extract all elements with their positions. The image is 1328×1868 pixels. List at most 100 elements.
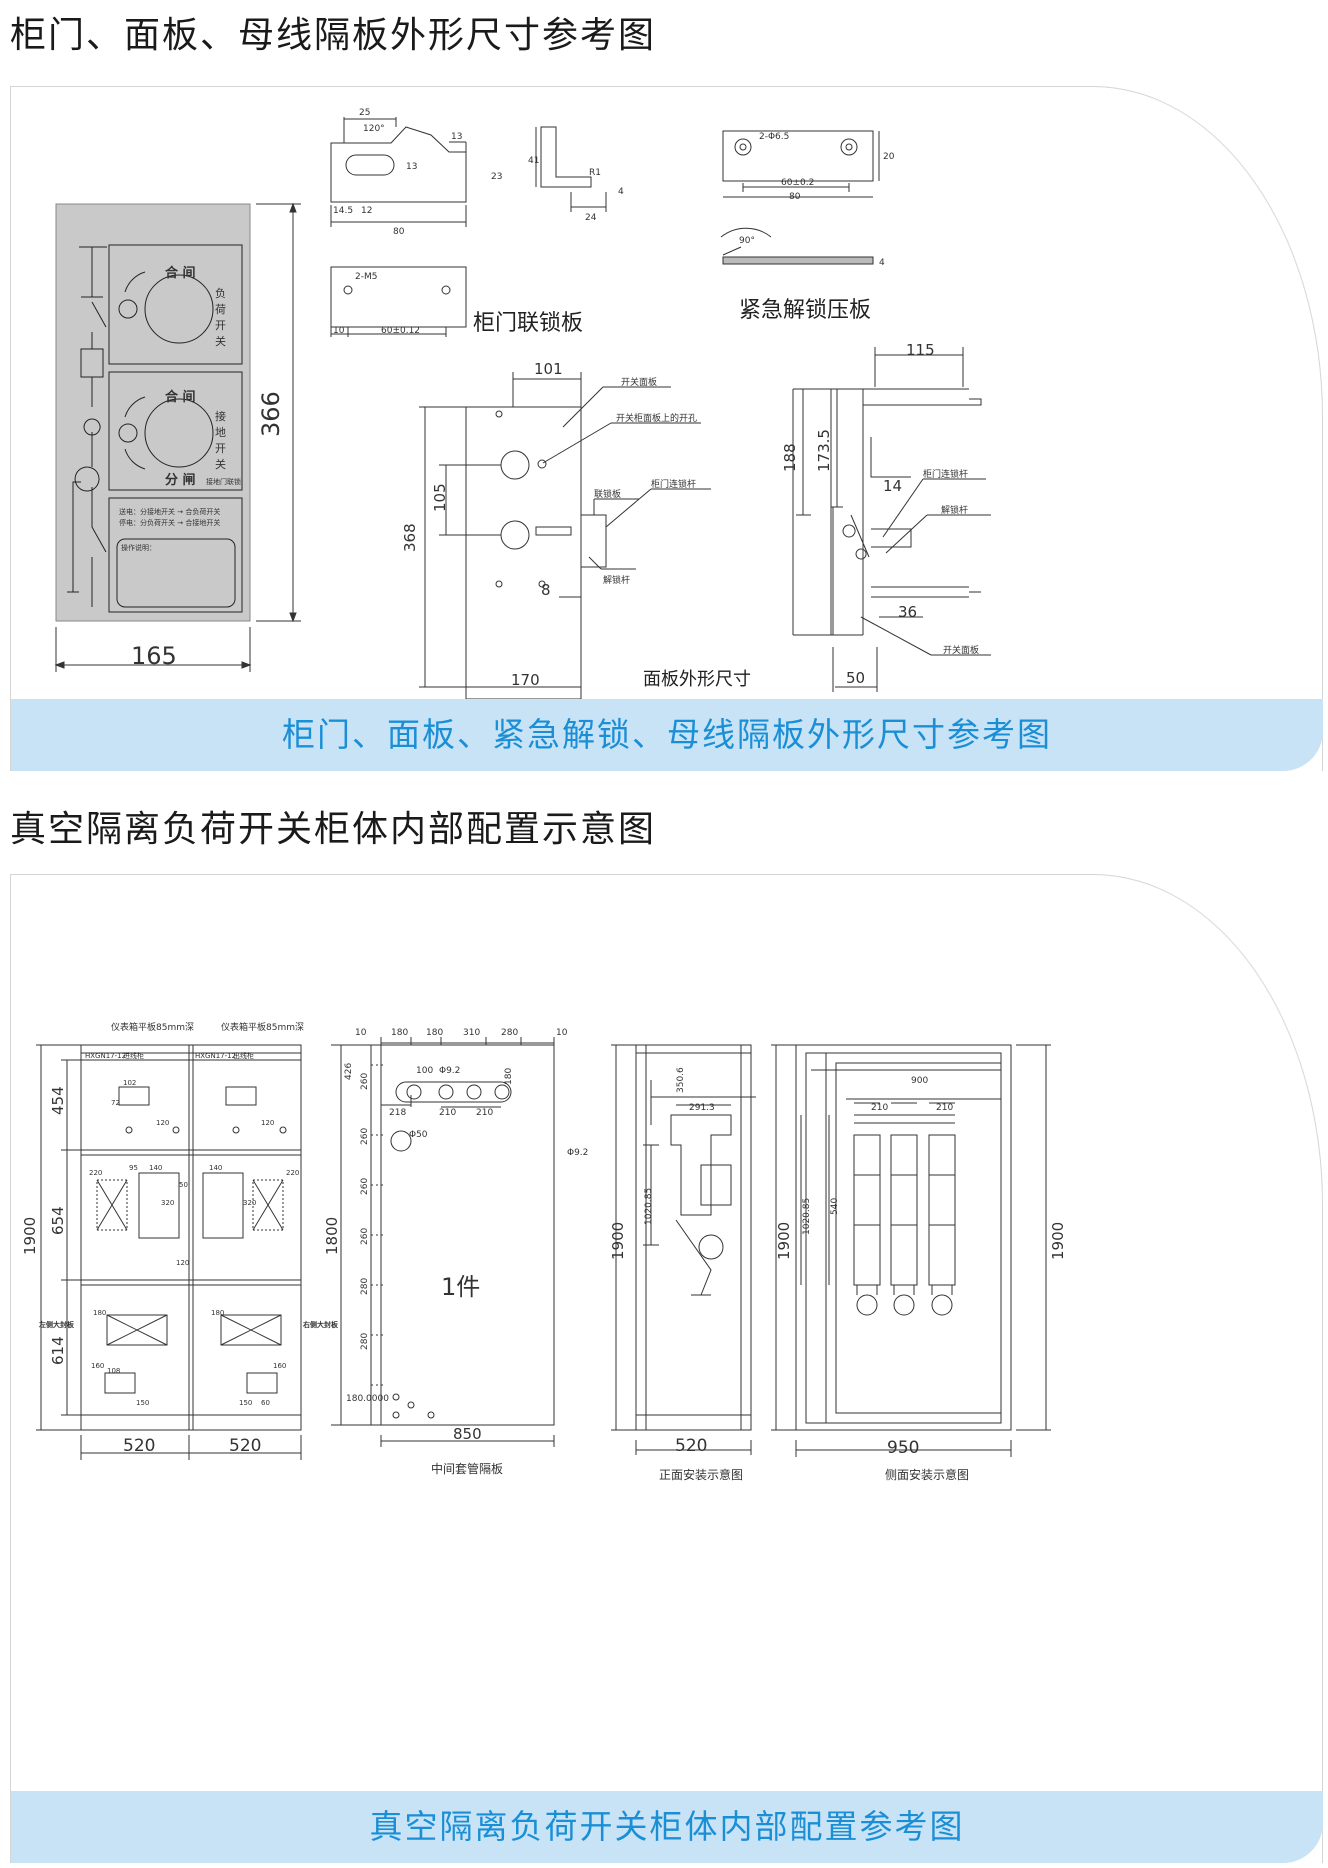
box2-side-4: 关 bbox=[215, 457, 226, 471]
sv-callout-2: 解锁杆 bbox=[941, 504, 968, 516]
cf-left-label: 左侧大封板 bbox=[38, 1320, 75, 1329]
bp-in-6: Φ50 bbox=[409, 1130, 428, 1140]
bp-in-4: 210 bbox=[476, 1108, 493, 1118]
sv-dim-173: 173.5 bbox=[815, 429, 833, 472]
cf-d-19: 150 bbox=[239, 1399, 252, 1407]
cf-d-0: 102 bbox=[123, 1079, 136, 1087]
ip-dim-10: R1 bbox=[589, 168, 601, 178]
box2-bottom-label: 分 闸 bbox=[165, 472, 196, 488]
cf-d-9: 320 bbox=[243, 1199, 256, 1207]
si-label: 侧面安装示意图 bbox=[885, 1467, 969, 1482]
ep-dim-1: 2-Φ6.5 bbox=[759, 132, 789, 142]
cf-h-454: 454 bbox=[49, 1086, 67, 1115]
cf-w-2: 520 bbox=[229, 1436, 261, 1456]
fi-label: 正面安装示意图 bbox=[659, 1467, 743, 1482]
bp-left-1: 260 bbox=[360, 1073, 370, 1090]
cf-d-15: 160 bbox=[91, 1362, 104, 1370]
section2-drawing: 仪表箱平板85mm深 仪表箱平板85mm深 HXGN17-12 HXGN17-1… bbox=[21, 1021, 1067, 1482]
section2-caption: 真空隔离负荷开关柜体内部配置参考图 bbox=[11, 1791, 1323, 1863]
cf-d-2: 120 bbox=[156, 1119, 169, 1127]
sv-dim-115: 115 bbox=[906, 341, 935, 359]
bp-left-2: 260 bbox=[360, 1128, 370, 1145]
fi-d-0: 350.6 bbox=[676, 1067, 686, 1093]
section1-panel: 合 间 负 荷 开 关 合 间 分 闸 接 地 开 关 接地门联锁 送电：分接地… bbox=[10, 86, 1323, 771]
bp-center: 1件 bbox=[441, 1273, 480, 1301]
box2-top-label: 合 间 bbox=[165, 389, 196, 405]
ip-dim-8: 80 bbox=[393, 227, 405, 237]
ip-dim-3: 13 bbox=[451, 132, 462, 142]
ip-dim-15: 60±0.12 bbox=[381, 326, 420, 336]
bp-top-3: 310 bbox=[463, 1028, 480, 1038]
si-d-6: 1900 bbox=[1049, 1222, 1067, 1260]
bp-left-4: 260 bbox=[360, 1228, 370, 1245]
si-d-3: 1020.85 bbox=[802, 1198, 812, 1235]
section2-panel: 仪表箱平板85mm深 仪表箱平板85mm深 HXGN17-12 HXGN17-1… bbox=[10, 874, 1323, 1863]
bp-top-4: 280 bbox=[501, 1028, 518, 1038]
bp-in-0: 100 bbox=[416, 1066, 433, 1076]
box2-side-1: 接 bbox=[215, 410, 226, 423]
fi-d-4: 520 bbox=[675, 1436, 707, 1456]
po-dim-368: 368 bbox=[401, 523, 419, 552]
width-165: 165 bbox=[131, 642, 177, 670]
bp-in-1: Φ9.2 bbox=[439, 1066, 460, 1076]
po-dim-101: 101 bbox=[534, 360, 563, 378]
ep-dim-3: 60±0.2 bbox=[781, 178, 814, 188]
cf-d-8: 140 bbox=[209, 1164, 222, 1172]
ip-dim-5: 23 bbox=[491, 172, 502, 182]
sv-dim-14: 14 bbox=[883, 477, 902, 495]
bp-left-7: 1800 bbox=[323, 1217, 341, 1255]
box2-note: 接地门联锁 bbox=[206, 477, 241, 486]
po-dim-170: 170 bbox=[511, 671, 540, 689]
bp-in-8: 180.0000 bbox=[346, 1394, 389, 1404]
po-dim-105: 105 bbox=[431, 483, 449, 512]
ep-dim-4: 80 bbox=[789, 192, 801, 202]
bp-left-6: 280 bbox=[360, 1333, 370, 1350]
bp-in-3: 210 bbox=[439, 1108, 456, 1118]
bp-in-5: 180 bbox=[504, 1068, 514, 1085]
bp-top-0: 10 bbox=[355, 1028, 367, 1038]
box1-side-1: 负 bbox=[215, 286, 226, 300]
ep-dim-2: 20 bbox=[883, 152, 895, 162]
box1-top-label: 合 间 bbox=[165, 265, 196, 281]
cf-d-1: 72 bbox=[111, 1099, 120, 1107]
cf-d-12: 120 bbox=[176, 1259, 189, 1267]
po-dim-8: 8 bbox=[541, 581, 551, 599]
sv-callout-1: 柜门连锁杆 bbox=[923, 468, 968, 480]
cf-d-5: 140 bbox=[149, 1164, 162, 1172]
sv-dim-188: 188 bbox=[781, 443, 799, 472]
cf-d-14: 180 bbox=[211, 1309, 224, 1317]
ip-dim-12: 24 bbox=[585, 213, 597, 223]
bp-in-2: 218 bbox=[389, 1108, 406, 1118]
emergency-plate-label: 紧急解锁压板 bbox=[739, 298, 871, 323]
ip-dim-4: 13 bbox=[406, 162, 417, 172]
cf-d-17: 160 bbox=[273, 1362, 286, 1370]
po-callout-1: 开关面板 bbox=[621, 376, 657, 388]
bp-top-5: 10 bbox=[556, 1028, 568, 1038]
si-d-5: 1900 bbox=[775, 1222, 793, 1260]
cf-d-3: 120 bbox=[261, 1119, 274, 1127]
ip-dim-11: 4 bbox=[618, 187, 624, 197]
fi-d-2: 1020.85 bbox=[644, 1188, 654, 1225]
cf-d-6: 320 bbox=[161, 1199, 174, 1207]
box2-side-3: 开 bbox=[215, 442, 226, 455]
cf-d-20: 60 bbox=[261, 1399, 270, 1407]
cf-d-18: 150 bbox=[136, 1399, 149, 1407]
box2-side-2: 地 bbox=[215, 426, 226, 439]
cf-d-4: 95 bbox=[129, 1164, 138, 1172]
sv-callout-3: 开关面板 bbox=[943, 644, 979, 656]
fi-d-1: 291.3 bbox=[689, 1103, 715, 1113]
sv-dim-36: 36 bbox=[898, 603, 917, 621]
cf-d-11: 220 bbox=[286, 1169, 299, 1177]
bp-label: 中间套管隔板 bbox=[431, 1461, 503, 1476]
bp-left-0: 426 bbox=[344, 1063, 354, 1080]
cf-note-2: 仪表箱平板85mm深 bbox=[221, 1021, 304, 1033]
info-line-2: 停电：分负荷开关 → 合接地开关 bbox=[119, 518, 220, 527]
op-title: 操作说明： bbox=[121, 543, 156, 552]
ip-dim-2: 120° bbox=[363, 124, 385, 134]
po-callout-2: 开关柜面板上的开孔 bbox=[616, 412, 697, 424]
cf-d-7: 50 bbox=[179, 1181, 188, 1189]
interlock-plate-label: 柜门联锁板 bbox=[473, 311, 583, 336]
ip-dim-13: 2-M5 bbox=[355, 272, 377, 282]
po-callout-5: 解锁杆 bbox=[603, 574, 630, 586]
cf-h-654: 654 bbox=[49, 1206, 67, 1235]
